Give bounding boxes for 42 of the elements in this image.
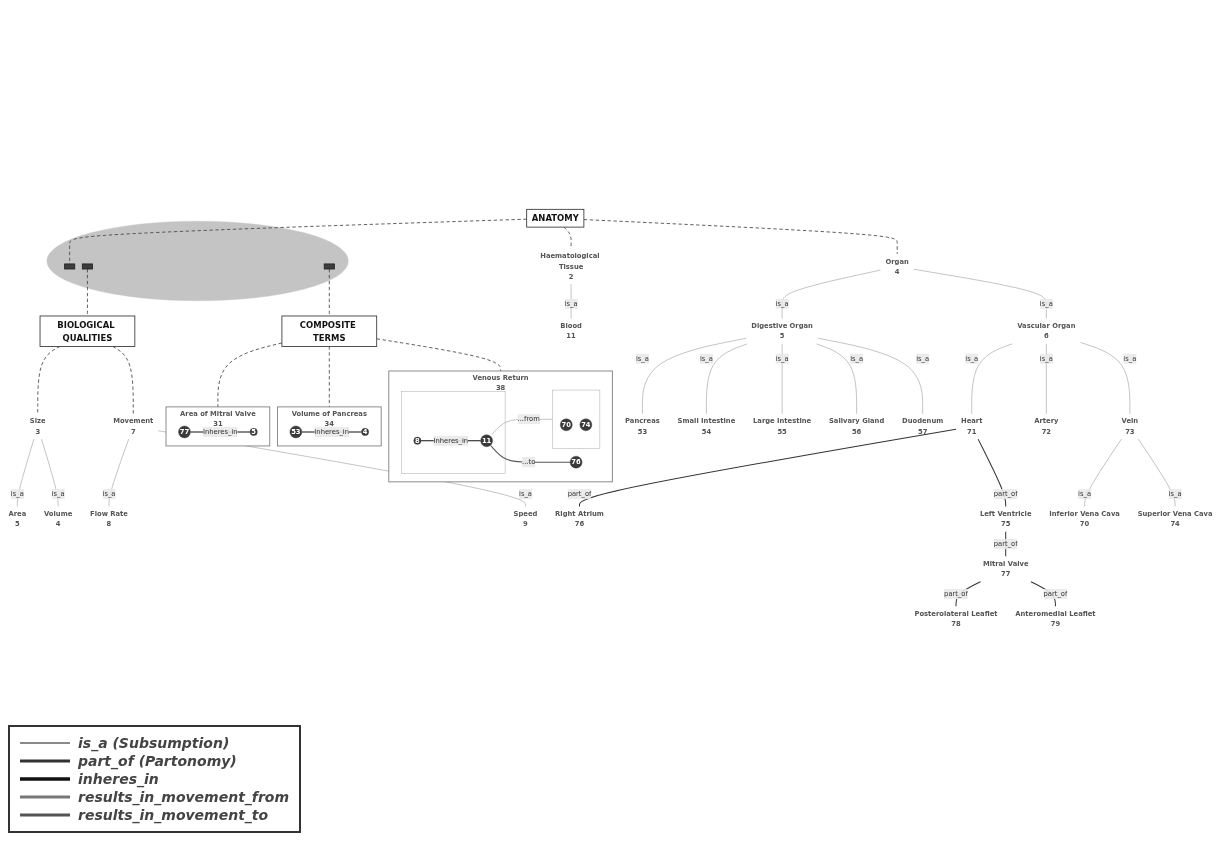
connector [41, 438, 59, 507]
connector [642, 338, 747, 414]
connector [37, 346, 61, 415]
connector [781, 343, 783, 414]
connector [781, 269, 881, 319]
connector [563, 226, 572, 250]
legend-text: part_of (Partonomy) [78, 753, 237, 769]
node-box: BIOLOGICAL QUALITIES [39, 315, 136, 347]
connector [69, 218, 528, 265]
connector [579, 428, 957, 507]
connector [112, 346, 134, 415]
connector [328, 268, 330, 317]
node-box [81, 263, 93, 270]
connector [583, 219, 898, 255]
connector [217, 342, 283, 408]
node-box: ANATOMY [526, 208, 585, 228]
connector [817, 338, 923, 414]
connector [913, 269, 1047, 319]
connector [955, 581, 981, 607]
connector [1138, 438, 1176, 507]
node-box [64, 263, 76, 270]
connector [977, 438, 1007, 507]
connector [706, 343, 748, 414]
connector [971, 343, 1013, 414]
connector [87, 268, 88, 317]
legend-text: is_a (Subsumption) [78, 735, 230, 751]
legend-text: inheres_in [78, 771, 159, 787]
connector [1084, 438, 1122, 507]
legend-text: results_in_movement_from [78, 789, 290, 805]
node-box: COMPOSITE TERMS [281, 315, 378, 347]
connector [17, 438, 35, 507]
connector [490, 444, 571, 463]
connector [816, 343, 857, 414]
connector [1046, 343, 1047, 414]
connector [1080, 342, 1131, 414]
legend-text: results_in_movement_to [78, 807, 269, 823]
connector [570, 284, 572, 319]
cluster [46, 221, 349, 301]
cluster [401, 391, 506, 474]
node-box [323, 263, 335, 270]
connector [108, 438, 129, 507]
cluster [552, 389, 601, 449]
